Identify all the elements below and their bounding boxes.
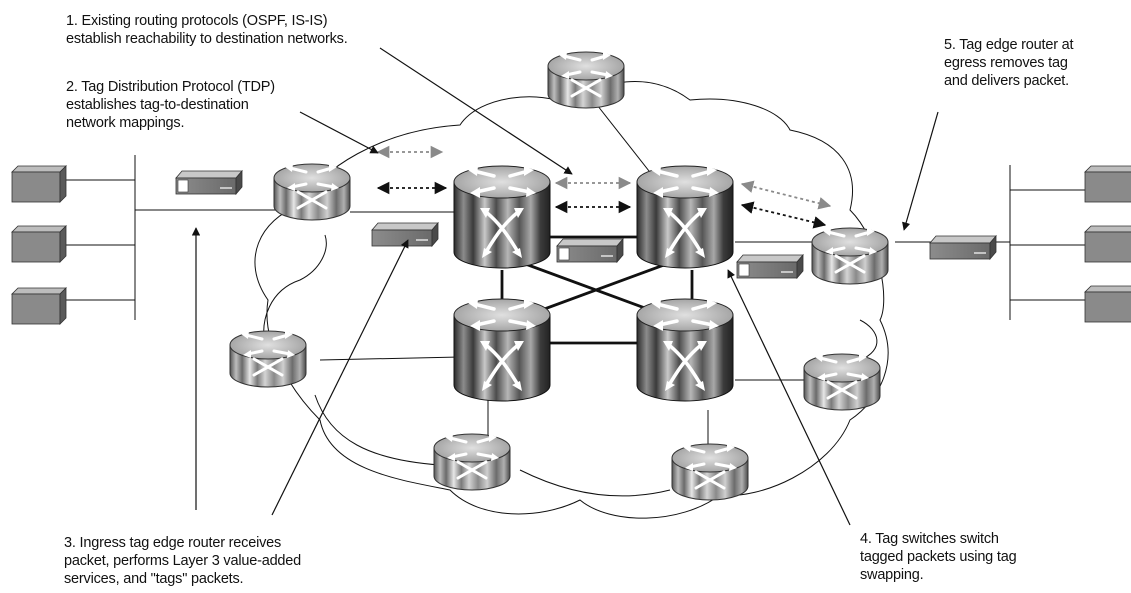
tdp-arrows <box>376 145 832 229</box>
annotation-step1: 1. Existing routing protocols (OSPF, IS-… <box>66 12 348 48</box>
annotation-step5-line2: egress removes tag <box>944 55 1068 71</box>
router-icon <box>546 50 626 110</box>
annotation-step2-line3: network mappings. <box>66 115 185 131</box>
annotation-step2-line2: establishes tag-to-destination <box>66 97 249 113</box>
annotation-step5-line1: 5. Tag edge router at <box>944 37 1074 53</box>
annotation-step3-line3: services, and "tags" packets. <box>64 571 244 587</box>
router-icon <box>432 432 512 492</box>
annotation-step3: 3. Ingress tag edge router receives pack… <box>64 534 301 588</box>
annotation-step4-line3: swapping. <box>860 567 924 583</box>
packet-icon <box>175 170 243 195</box>
host-computer-icon <box>11 225 67 263</box>
annotation-step2: 2. Tag Distribution Protocol (TDP) estab… <box>66 78 275 132</box>
annotation-step5-line3: and delivers packet. <box>944 73 1069 89</box>
packet-icon <box>929 235 997 260</box>
host-computer-icon <box>11 165 67 203</box>
host-computer-icon <box>11 287 67 325</box>
callout-arrows <box>191 47 939 526</box>
annotation-step4-line2: tagged packets using tag <box>860 549 1017 565</box>
router-icon <box>228 329 308 389</box>
network-cloud <box>254 81 889 519</box>
host-computer-icon <box>1084 285 1131 323</box>
network-links <box>263 95 878 497</box>
annotation-step3-line2: packet, performs Layer 3 value-added <box>64 553 302 569</box>
ingress-edge-router-icon <box>272 162 352 222</box>
annotation-step2-line1: 2. Tag Distribution Protocol (TDP) <box>66 79 275 95</box>
tag-switch-icon <box>452 164 552 270</box>
annotation-step3-line1: 3. Ingress tag edge router receives <box>64 535 282 551</box>
router-icon <box>670 442 750 502</box>
tagged-packet-icon <box>736 254 804 279</box>
annotation-step4-line1: 4. Tag switches switch <box>860 531 999 547</box>
tagged-packet-icon <box>371 222 439 247</box>
router-icon <box>802 352 882 412</box>
host-computer-icon <box>1084 165 1131 203</box>
tagged-packet-icon <box>556 238 624 263</box>
annotation-step1-line2: establish reachability to destination ne… <box>66 31 348 47</box>
left-lan <box>60 155 278 320</box>
tag-switch-icon <box>635 164 735 270</box>
annotation-step4: 4. Tag switches switch tagged packets us… <box>860 530 1017 584</box>
host-computer-icon <box>1084 225 1131 263</box>
annotation-step5: 5. Tag edge router at egress removes tag… <box>944 36 1074 90</box>
egress-edge-router-icon <box>810 226 890 286</box>
tag-switch-icon <box>635 297 735 403</box>
tag-switch-icon <box>452 297 552 403</box>
annotation-step1-line1: 1. Existing routing protocols (OSPF, IS-… <box>66 13 328 29</box>
